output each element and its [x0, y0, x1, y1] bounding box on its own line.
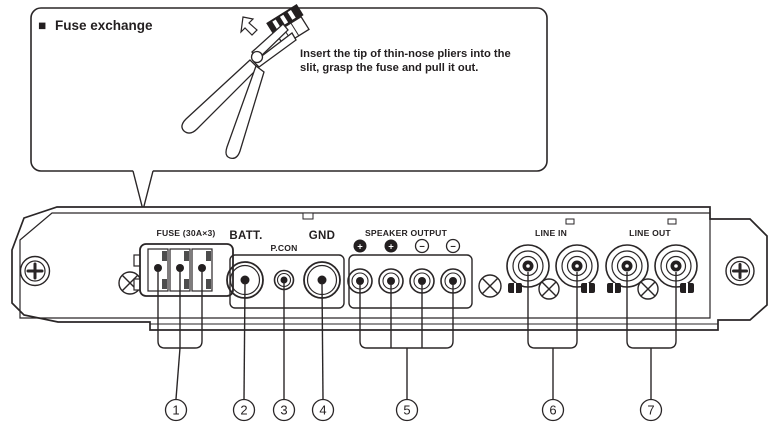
- plier-pivot: [250, 50, 264, 64]
- callout-number-5: 5: [395, 398, 419, 422]
- panel-tab: [565, 218, 575, 225]
- gnd-label: GND: [309, 230, 335, 242]
- line-out-label: LINE OUT: [629, 228, 671, 238]
- callout-number-3: 3: [272, 398, 296, 422]
- svg-text:−: −: [450, 242, 456, 253]
- panel-tab: [667, 218, 677, 225]
- svg-text:+: +: [357, 242, 363, 253]
- channel-marker-icon: [508, 283, 522, 293]
- callout-line-1-stem: [175, 347, 181, 400]
- panel-face: [19, 212, 711, 319]
- polarity-plus-icon: +: [353, 239, 367, 253]
- svg-text:1: 1: [172, 403, 179, 418]
- polarity-minus-icon: −: [445, 238, 461, 254]
- screw-hole-icon: [478, 274, 502, 298]
- channel-marker-icon: [680, 283, 694, 293]
- channel-marker-icon: [607, 283, 621, 293]
- channel-marker-icon: [581, 283, 595, 293]
- polarity-plus-icon: +: [384, 239, 398, 253]
- line-in-label: LINE IN: [535, 228, 567, 238]
- callout-box-border: [30, 7, 548, 172]
- callout-number-7: 7: [639, 398, 663, 422]
- batt-label: BATT.: [229, 230, 262, 242]
- pull-direction-arrow-icon: [240, 16, 258, 36]
- callout-number-4: 4: [311, 398, 335, 422]
- screw-hole-icon: [637, 278, 659, 300]
- callout-lines: [157, 270, 677, 400]
- svg-text:4: 4: [319, 403, 326, 418]
- svg-text:2: 2: [240, 403, 247, 418]
- plier-handle-left: [181, 59, 259, 134]
- fuse-block: [133, 243, 234, 297]
- phillips-screw-right-icon: [725, 256, 755, 286]
- speaker-output-section: [348, 254, 473, 309]
- callout-box: ■ Fuse exchange Insert the tip of thin-n…: [30, 4, 548, 211]
- instruction-text-line2: slit, grasp the fuse and pull it out.: [300, 62, 478, 74]
- polarity-minus-icon: −: [414, 238, 430, 254]
- callout-number-1: 1: [164, 398, 188, 422]
- fuse-illustration: [266, 4, 310, 47]
- callout-line-4: [321, 282, 324, 400]
- panel-tab: [302, 212, 314, 220]
- callout-number-6: 6: [541, 398, 565, 422]
- section-bullet-icon: ■: [38, 18, 46, 33]
- screw-hole-icon: [538, 278, 560, 300]
- svg-text:3: 3: [280, 403, 287, 418]
- instruction-text-line1: Insert the tip of thin-nose pliers into …: [300, 48, 511, 60]
- svg-text:6: 6: [549, 403, 556, 418]
- phillips-screw-left-icon: [19, 255, 51, 287]
- fuse-label: FUSE (30A×3): [157, 228, 216, 238]
- plier-handle-right: [225, 64, 265, 159]
- section-title: Fuse exchange: [55, 18, 153, 33]
- svg-text:−: −: [419, 242, 425, 253]
- amplifier-rear-panel: FUSE (30A×3): [11, 206, 768, 331]
- fuse-slit: [279, 14, 289, 25]
- svg-text:5: 5: [403, 403, 410, 418]
- plier-nose-lower: [253, 32, 297, 68]
- pliers-illustration: [181, 4, 310, 159]
- fuse-slit: [272, 19, 281, 30]
- callout-line-2: [243, 282, 246, 400]
- callout-number-2: 2: [232, 398, 256, 422]
- fuse-slit: [287, 9, 296, 20]
- callout-box-pointer: [133, 170, 153, 210]
- svg-text:+: +: [388, 242, 394, 253]
- pcon-label: P.CON: [270, 243, 297, 253]
- speaker-output-label: SPEAKER OUTPUT: [365, 228, 448, 238]
- fuse-body-line: [290, 22, 300, 37]
- svg-text:7: 7: [647, 403, 654, 418]
